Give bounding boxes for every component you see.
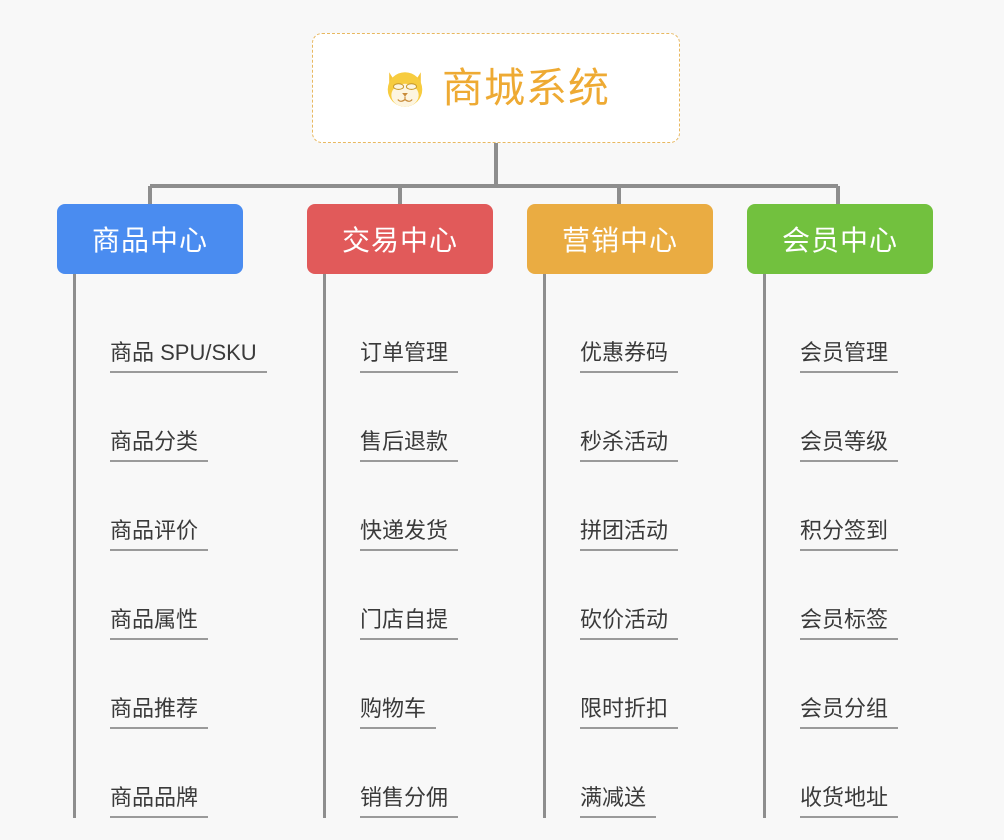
leaf-label: 会员等级 [800, 428, 899, 462]
list-item[interactable]: 会员管理 [766, 284, 987, 373]
category-box-0[interactable]: 商品中心 [57, 204, 243, 274]
category-box-1[interactable]: 交易中心 [307, 204, 493, 274]
leaf-label: 秒杀活动 [580, 428, 679, 462]
leaf-list-1: 订单管理 售后退款 快递发货 门店自提 购物车 销售分佣 [323, 274, 547, 818]
list-item[interactable]: 门店自提 [326, 551, 547, 640]
leaf-label: 门店自提 [360, 606, 459, 640]
list-item[interactable]: 满减送 [546, 729, 767, 818]
list-item[interactable]: 商品推荐 [76, 640, 297, 729]
leaf-label: 积分签到 [800, 517, 899, 551]
leaf-label: 商品推荐 [110, 695, 209, 729]
leaf-label: 商品 SPU/SKU [110, 339, 267, 373]
branch-column-0: 商品中心 商品 SPU/SKU 商品分类 商品评价 商品属性 商品推荐 商品品牌 [57, 204, 297, 818]
dog-face-icon [387, 72, 423, 109]
leaf-label: 售后退款 [360, 428, 459, 462]
list-item[interactable]: 订单管理 [326, 284, 547, 373]
list-item[interactable]: 快递发货 [326, 462, 547, 551]
category-box-3[interactable]: 会员中心 [747, 204, 933, 274]
leaf-label: 砍价活动 [580, 606, 679, 640]
leaf-label: 优惠券码 [580, 339, 679, 373]
branch-column-3: 会员中心 会员管理 会员等级 积分签到 会员标签 会员分组 收货地址 [747, 204, 987, 818]
list-item[interactable]: 秒杀活动 [546, 373, 767, 462]
leaf-label: 满减送 [580, 784, 657, 818]
list-item[interactable]: 积分签到 [766, 462, 987, 551]
leaf-label: 商品评价 [110, 517, 209, 551]
category-box-2[interactable]: 营销中心 [527, 204, 713, 274]
leaf-label: 拼团活动 [580, 517, 679, 551]
leaf-label: 订单管理 [360, 339, 459, 373]
list-item[interactable]: 会员分组 [766, 640, 987, 729]
leaf-label: 商品分类 [110, 428, 209, 462]
leaf-label: 购物车 [360, 695, 437, 729]
leaf-label: 会员分组 [800, 695, 899, 729]
leaf-label: 快递发货 [360, 517, 459, 551]
list-item[interactable]: 会员标签 [766, 551, 987, 640]
list-item[interactable]: 销售分佣 [326, 729, 547, 818]
list-item[interactable]: 商品评价 [76, 462, 297, 551]
list-item[interactable]: 售后退款 [326, 373, 547, 462]
branch-column-1: 交易中心 订单管理 售后退款 快递发货 门店自提 购物车 销售分佣 [307, 204, 547, 818]
category-label-1: 交易中心 [341, 225, 458, 256]
list-item[interactable]: 限时折扣 [546, 640, 767, 729]
leaf-label: 收货地址 [800, 784, 899, 818]
category-label-0: 商品中心 [91, 225, 208, 256]
leaf-label: 会员管理 [800, 339, 899, 373]
list-item[interactable]: 商品 SPU/SKU [76, 284, 297, 373]
leaf-list-3: 会员管理 会员等级 积分签到 会员标签 会员分组 收货地址 [763, 274, 987, 818]
leaf-label: 限时折扣 [580, 695, 679, 729]
list-item[interactable]: 商品品牌 [76, 729, 297, 818]
leaf-label: 销售分佣 [360, 784, 459, 818]
list-item[interactable]: 优惠券码 [546, 284, 767, 373]
category-label-2: 营销中心 [561, 225, 678, 256]
list-item[interactable]: 拼团活动 [546, 462, 767, 551]
root-title: 商城系统 [442, 64, 610, 111]
leaf-label: 商品属性 [110, 606, 209, 640]
list-item[interactable]: 会员等级 [766, 373, 987, 462]
leaf-list-2: 优惠券码 秒杀活动 拼团活动 砍价活动 限时折扣 满减送 [543, 274, 767, 818]
branch-column-2: 营销中心 优惠券码 秒杀活动 拼团活动 砍价活动 限时折扣 满减送 [527, 204, 767, 818]
root-node[interactable]: 商城系统 [312, 33, 680, 143]
leaf-label: 商品品牌 [110, 784, 209, 818]
category-label-3: 会员中心 [781, 225, 898, 256]
list-item[interactable]: 砍价活动 [546, 551, 767, 640]
list-item[interactable]: 购物车 [326, 640, 547, 729]
leaf-list-0: 商品 SPU/SKU 商品分类 商品评价 商品属性 商品推荐 商品品牌 [73, 274, 297, 818]
list-item[interactable]: 商品属性 [76, 551, 297, 640]
list-item[interactable]: 商品分类 [76, 373, 297, 462]
leaf-label: 会员标签 [800, 606, 899, 640]
list-item[interactable]: 收货地址 [766, 729, 987, 818]
